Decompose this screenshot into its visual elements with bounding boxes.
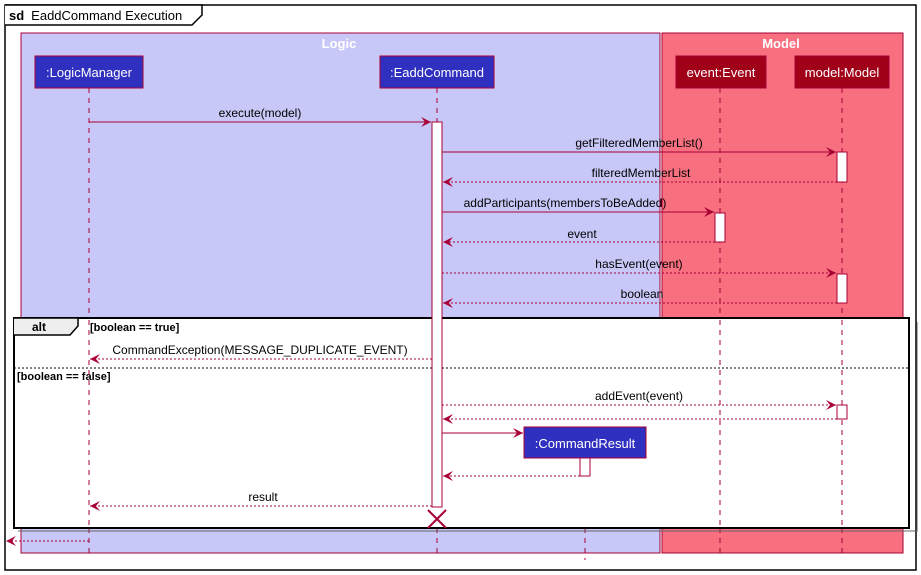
alt-keyword-tab [14,317,79,336]
svg-text:sd EaddCommand Execution: sd EaddCommand Execution [9,7,182,24]
message-get-filtered-member-list-label: getFilteredMemberList() [575,136,702,150]
destroy-icon [427,509,447,529]
participant-eadd-command-label: :EaddCommand [390,65,484,80]
message-event-return: event [443,227,715,247]
message-boolean-return: boolean [443,287,837,308]
alt-guard-true: [boolean == true] [90,322,180,334]
message-command-exception: CommandException(MESSAGE_DUPLICATE_EVENT… [90,343,432,364]
frame-title-tab [5,4,203,26]
message-add-participants: addParticipants(membersToBeAdded) [442,196,714,217]
activation-command-result [579,457,591,477]
participant-event-label: event:Event [687,65,756,80]
participant-logic-manager[interactable]: :LogicManager [34,55,144,89]
message-get-filtered-member-list: getFilteredMemberList() [442,136,836,157]
message-execute-label: execute(model) [219,106,302,120]
message-event-return-label: event [567,227,597,241]
message-add-event-label: addEvent(event) [595,389,683,403]
participant-model-label: model:Model [805,65,880,80]
activation-eadd-command [431,121,443,508]
activation-event [714,212,726,243]
participant-event[interactable]: event:Event [675,55,767,89]
activation-model-1 [836,151,848,183]
model-box-label: Model [762,36,800,51]
activation-model-2 [836,273,848,304]
participant-eadd-command[interactable]: :EaddCommand [379,55,495,89]
message-command-exception-label: CommandException(MESSAGE_DUPLICATE_EVENT… [112,343,407,357]
message-execute: execute(model) [89,106,431,127]
participant-model[interactable]: model:Model [794,55,890,89]
message-filtered-member-list-label: filteredMemberList [592,166,691,180]
frame-keyword: sd [9,8,24,23]
alt-guard-false: [boolean == false] [17,371,111,383]
alt-keyword: alt [32,320,46,334]
message-boolean-return-label: boolean [621,287,664,301]
activation-model-3 [836,404,848,420]
participant-command-result[interactable]: :CommandResult [523,426,647,459]
participant-logic-manager-label: :LogicManager [46,65,133,80]
message-result: result [90,490,432,511]
message-result-label: result [248,490,278,504]
message-filtered-member-list: filteredMemberList [443,166,837,187]
message-add-event: addEvent(event) [442,389,836,410]
message-has-event-label: hasEvent(event) [595,257,682,271]
logic-box-label: Logic [322,36,357,51]
participant-command-result-label: :CommandResult [535,436,636,451]
message-has-event: hasEvent(event) [442,257,836,278]
frame-title: EaddCommand Execution [31,8,182,23]
message-add-participants-label: addParticipants(membersToBeAdded) [464,196,667,210]
alt-fragment [13,317,910,529]
